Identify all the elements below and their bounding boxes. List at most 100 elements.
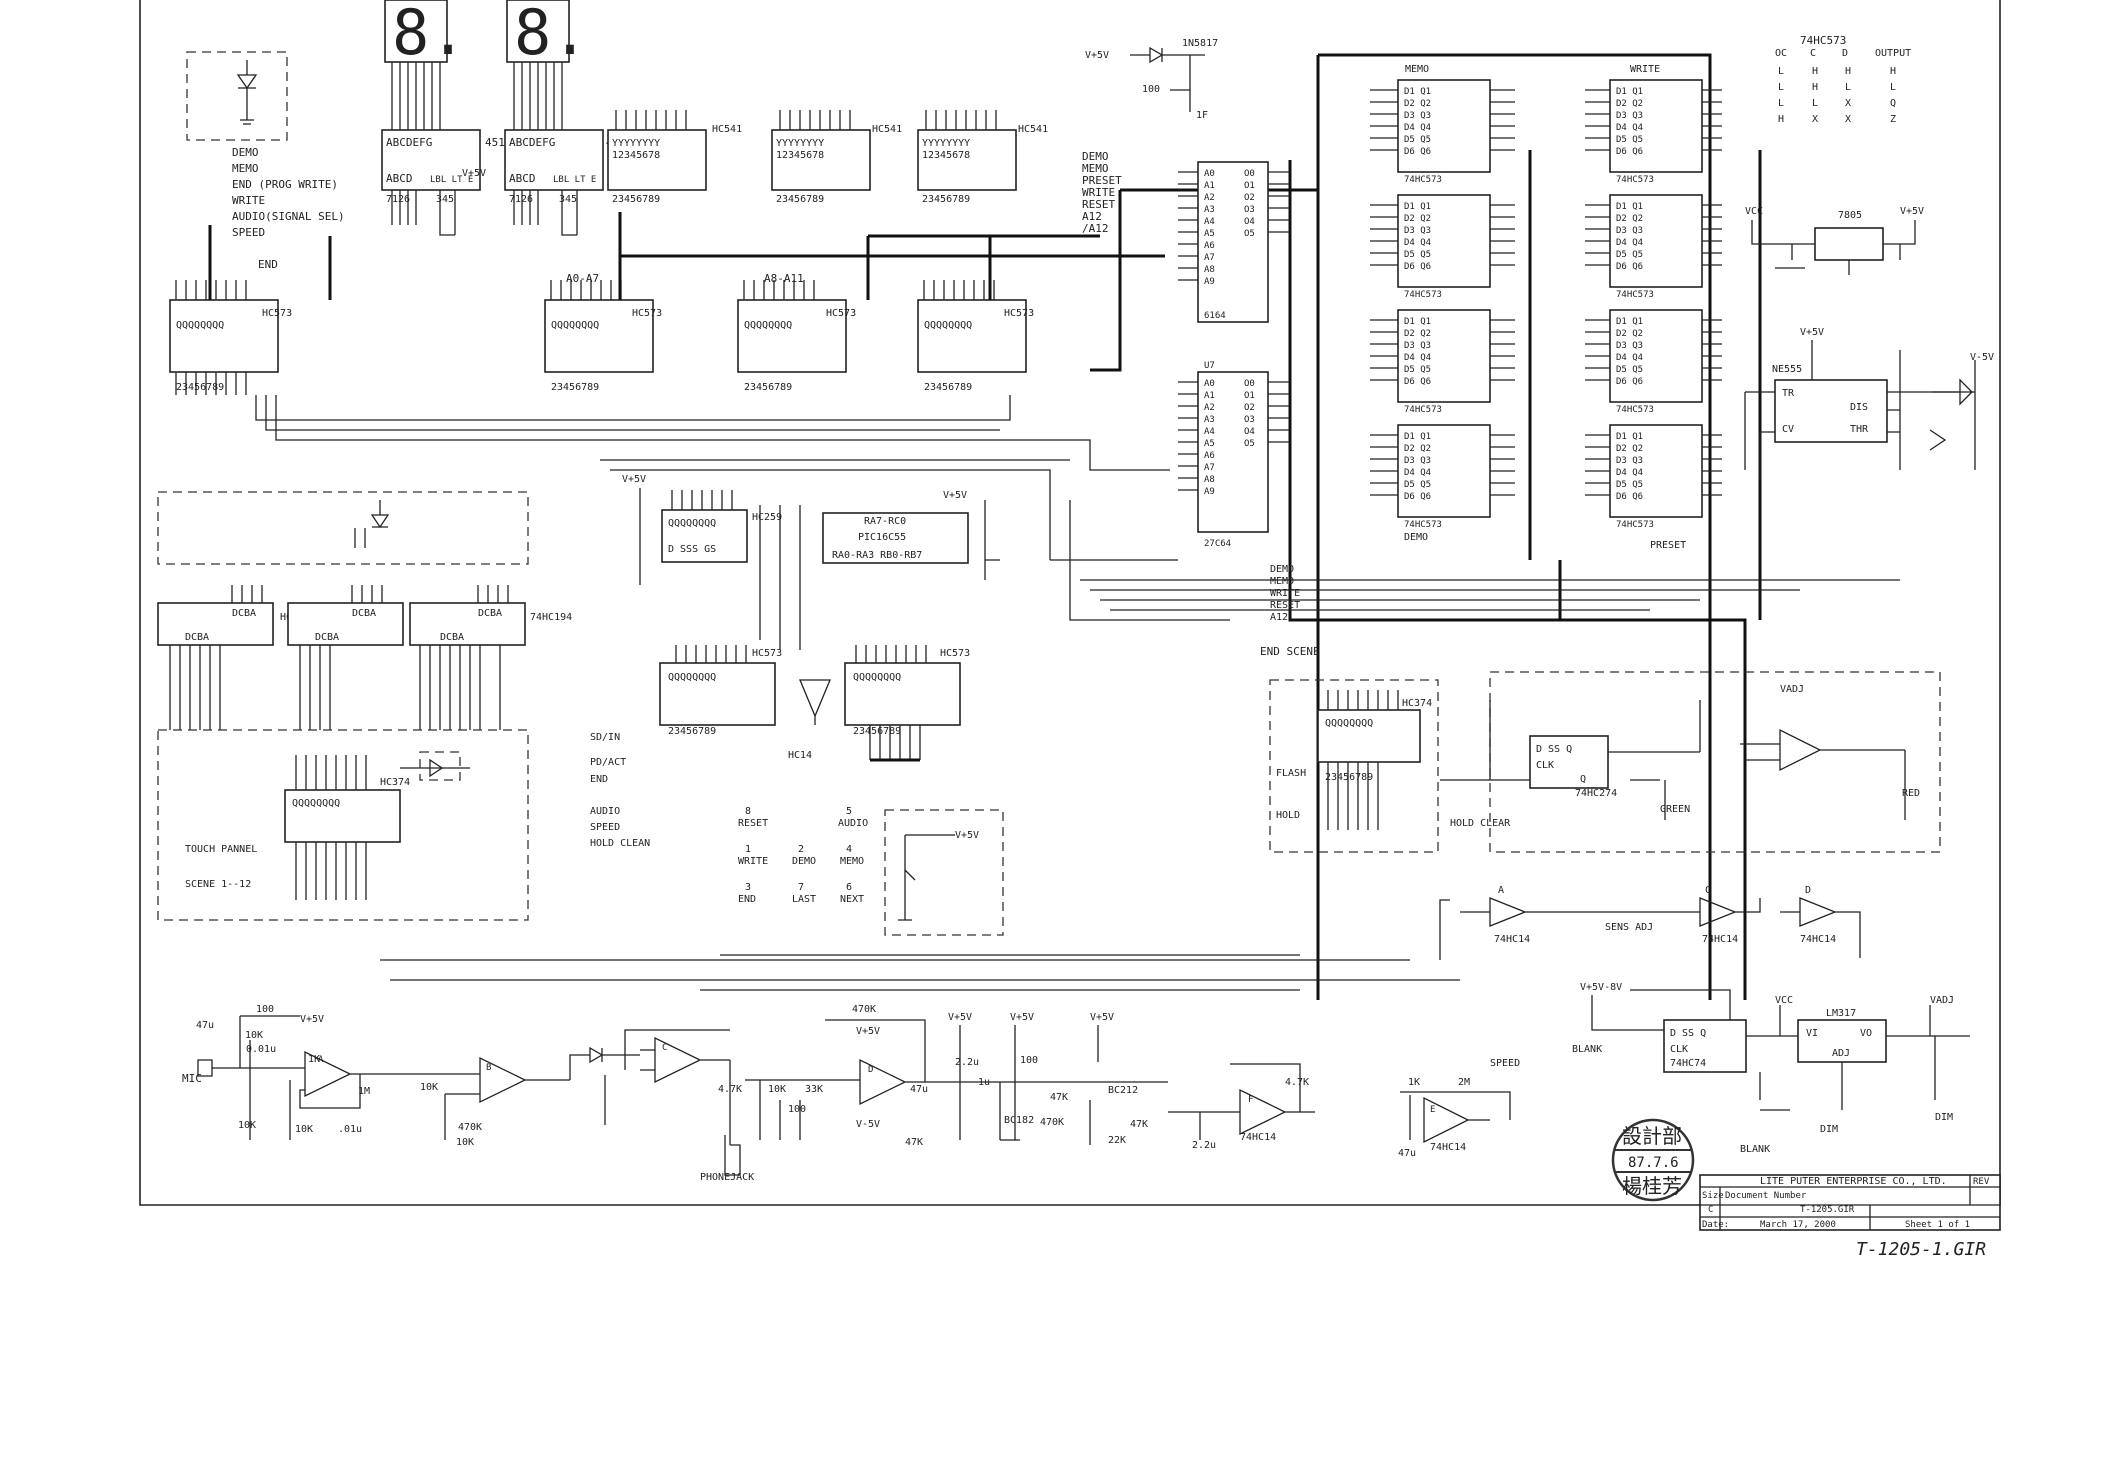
- svg-text:V+5V: V+5V: [1085, 50, 1109, 61]
- svg-text:470K: 470K: [852, 1004, 876, 1015]
- buffer-hc541-2: YYYYYYYY 12345678 HC541 23456789: [771, 124, 902, 205]
- svg-text:100: 100: [788, 1104, 806, 1115]
- svg-text:A7: A7: [1204, 253, 1215, 263]
- company-name: LITE PUTER ENTERPRISE CO., LTD.: [1760, 1176, 1947, 1187]
- svg-text:QQQQQQQQ: QQQQQQQQ: [292, 798, 340, 809]
- svg-text:.01u: .01u: [338, 1124, 362, 1135]
- svg-text:HC14: HC14: [788, 750, 812, 761]
- svg-text:NE555: NE555: [1772, 364, 1802, 375]
- svg-text:3: 3: [745, 882, 751, 893]
- svg-text:U7: U7: [1204, 361, 1215, 371]
- latch-hc573-a: QQQQQQQQ HC573 23456789: [544, 299, 662, 393]
- svg-text:SENS ADJ: SENS ADJ: [1605, 922, 1653, 933]
- svg-text:D5 Q5: D5 Q5: [1404, 135, 1431, 145]
- supply-diode-section: V+5V 1N5817 100 1F: [1085, 38, 1218, 121]
- svg-text:ADJ: ADJ: [1832, 1048, 1850, 1059]
- flipflop-74hc274: D SS Q CLK Q 74HC274: [1529, 735, 1617, 799]
- svg-text:74HC573: 74HC573: [1616, 290, 1654, 300]
- svg-text:A3: A3: [1204, 415, 1215, 425]
- svg-text:F: F: [1248, 1095, 1253, 1105]
- pic-supply-label: V+5V: [943, 490, 967, 501]
- svg-text:23456789: 23456789: [1325, 772, 1373, 783]
- regulator-7805: VCC V+5V 7805: [1745, 206, 1924, 275]
- svg-text:CV: CV: [1782, 424, 1794, 435]
- svg-text:23456789: 23456789: [612, 194, 660, 205]
- svg-text:47u: 47u: [196, 1020, 214, 1031]
- keypad-supply-label: V+5V: [955, 830, 979, 841]
- svg-text:23456789: 23456789: [551, 382, 599, 393]
- svg-text:DCBA: DCBA: [315, 632, 339, 643]
- svg-text:10K: 10K: [420, 1082, 438, 1093]
- svg-text:O1: O1: [1244, 181, 1255, 191]
- svg-text:O5: O5: [1244, 229, 1255, 239]
- svg-text:MEMO: MEMO: [1270, 576, 1294, 587]
- svg-text:Q: Q: [1580, 774, 1586, 785]
- svg-text:74HC14: 74HC14: [1430, 1142, 1466, 1153]
- svg-text:1F: 1F: [1196, 110, 1208, 121]
- svg-text:47K: 47K: [1050, 1092, 1068, 1103]
- svg-text:470K: 470K: [458, 1122, 482, 1133]
- svg-text:CLK: CLK: [1670, 1044, 1688, 1055]
- svg-text:D6 Q6: D6 Q6: [1616, 492, 1643, 502]
- svg-text:A0: A0: [1204, 169, 1215, 179]
- main-bus-lines: [208, 53, 1762, 1000]
- svg-text:DCBA: DCBA: [440, 632, 464, 643]
- title-block: LITE PUTER ENTERPRISE CO., LTD. Size C D…: [1699, 1174, 2001, 1231]
- svg-text:LM317: LM317: [1826, 1008, 1856, 1019]
- microcontroller-pic16c55: RA7-RC0 PIC16C55 RA0-RA3 RB0-RB7: [822, 512, 969, 564]
- svg-text:D1 Q1: D1 Q1: [1404, 432, 1431, 442]
- svg-text:HOLD CLEAN: HOLD CLEAN: [590, 838, 650, 849]
- svg-text:HC573: HC573: [826, 308, 856, 319]
- timer-ne555: V+5V NE555 TR CV DIS THR V-5V: [1744, 327, 1994, 480]
- latch-hc573-b: QQQQQQQQ HC573 23456789: [737, 299, 856, 393]
- svg-text:V+5V-8V: V+5V-8V: [1580, 982, 1622, 993]
- svg-text:A6: A6: [1204, 451, 1215, 461]
- svg-text:D6 Q6: D6 Q6: [1616, 262, 1643, 272]
- svg-text:O1: O1: [1244, 391, 1255, 401]
- svg-text:D4 Q4: D4 Q4: [1616, 123, 1643, 133]
- svg-text:V+5V: V+5V: [1010, 1012, 1034, 1023]
- svg-text:HC573: HC573: [632, 308, 662, 319]
- svg-text:BC212: BC212: [1108, 1085, 1138, 1096]
- svg-text:O0: O0: [1244, 379, 1255, 389]
- svg-text:QQQQQQQQ: QQQQQQQQ: [744, 320, 792, 331]
- svg-text:74HC573: 74HC573: [1404, 405, 1442, 415]
- svg-text:E: E: [1430, 1105, 1435, 1115]
- svg-text:VI: VI: [1806, 1028, 1818, 1039]
- decoder-4511-1: ABCDEFG ABCD LBL LT E 4511 7126 345: [381, 129, 512, 205]
- svg-text:D4 Q4: D4 Q4: [1404, 123, 1431, 133]
- svg-text:12345678: 12345678: [776, 150, 824, 161]
- touch-panel-label: TOUCH PANNEL: [185, 844, 257, 855]
- red-led-label: RED: [1902, 788, 1920, 799]
- svg-text:WRITE: WRITE: [1270, 588, 1300, 599]
- seven-segment-display-1: 8.: [384, 0, 467, 69]
- svg-text:March 17, 2000: March 17, 2000: [1760, 1220, 1836, 1230]
- svg-text:D5 Q5: D5 Q5: [1616, 135, 1643, 145]
- svg-text:D5 Q5: D5 Q5: [1404, 480, 1431, 490]
- svg-text:QQQQQQQQ: QQQQQQQQ: [176, 320, 224, 331]
- svg-text:D4 Q4: D4 Q4: [1404, 353, 1431, 363]
- svg-text:HC573: HC573: [940, 648, 970, 659]
- svg-text:DIM: DIM: [1820, 1124, 1838, 1135]
- svg-text:D1 Q1: D1 Q1: [1616, 202, 1643, 212]
- svg-text:D6 Q6: D6 Q6: [1404, 262, 1431, 272]
- svg-text:74HC573: 74HC573: [1404, 290, 1442, 300]
- svg-text:L: L: [1890, 82, 1896, 93]
- svg-text:DEMO: DEMO: [1082, 150, 1109, 163]
- svg-text:D2 Q2: D2 Q2: [1404, 99, 1431, 109]
- svg-text:THR: THR: [1850, 424, 1869, 435]
- svg-text:VO: VO: [1860, 1028, 1872, 1039]
- svg-text:END (PROG WRITE): END (PROG WRITE): [232, 178, 338, 191]
- svg-text:A2: A2: [1204, 403, 1215, 413]
- supply-label: V+5V: [462, 168, 486, 179]
- svg-text:74HC573: 74HC573: [1404, 520, 1442, 530]
- svg-text:74HC573: 74HC573: [1616, 175, 1654, 185]
- svg-text:MIC: MIC: [182, 1072, 202, 1085]
- ram-6164: A0 A1 A2 A3 A4 A5 A6 A7 A8 A9 O0 O1 O2 O…: [1197, 161, 1269, 323]
- svg-text:Size: Size: [1702, 1191, 1724, 1201]
- svg-text:22K: 22K: [1108, 1135, 1126, 1146]
- svg-text:BLANK: BLANK: [1740, 1144, 1770, 1155]
- svg-text:D2 Q2: D2 Q2: [1404, 329, 1431, 339]
- svg-text:1M: 1M: [358, 1086, 370, 1097]
